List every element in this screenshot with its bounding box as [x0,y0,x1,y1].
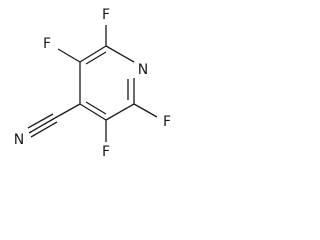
ring-double-c4-c3 [85,101,107,115]
ring-double-c6-c5 [85,51,107,65]
ring-bond-c6-c5 [79,45,107,63]
nitrile-triple-2 [27,113,54,129]
ring-bond-c3-c2 [105,103,135,121]
bond-c5-f [57,48,81,63]
tetrafluoro-cyanopyridine-structure: F F N F F N [14,7,171,160]
atom-f-lower-right: F [163,114,171,130]
ring-bond-c4-c3 [79,103,107,121]
bond-c2-f [133,103,158,118]
atom-n-ring: N [138,62,148,78]
ring-bond-n1-c6 [105,45,135,63]
atom-f-upper-left: F [43,36,51,52]
bond-c4-cn-carbon [54,103,81,119]
bonds [27,25,158,142]
atom-n-nitrile: N [14,132,24,148]
nitrile-triple-1 [28,117,56,134]
nitrile-triple-3 [30,121,58,138]
atom-labels: F F N F F N [14,7,171,160]
atom-f-top: F [102,7,110,23]
atom-f-bottom: F [102,144,110,160]
